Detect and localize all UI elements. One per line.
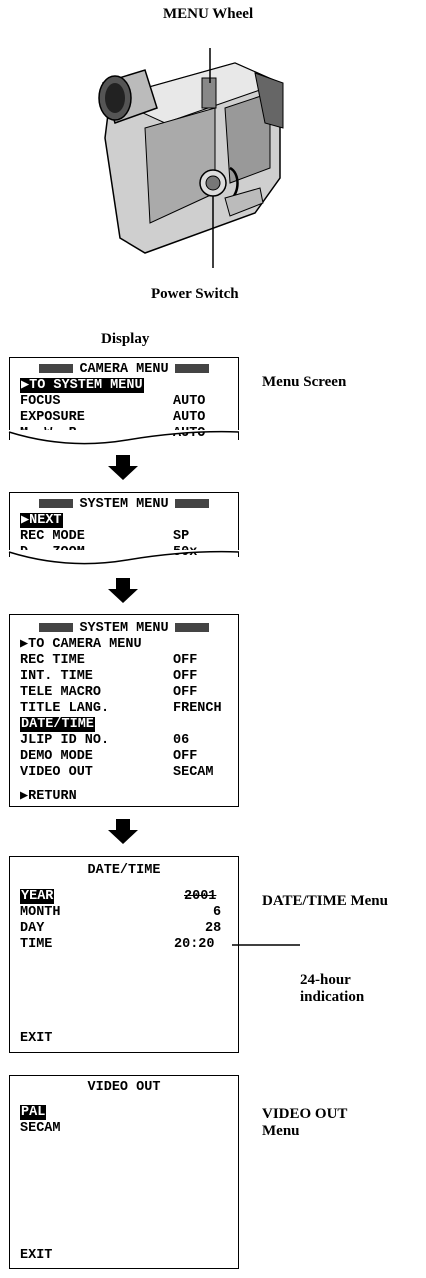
- rec-time-label: REC TIME: [20, 653, 85, 668]
- system-menu-title-1: SYSTEM MENU: [10, 497, 238, 513]
- month-label: MONTH: [20, 905, 61, 920]
- day-value: 28: [205, 921, 222, 936]
- demo-mode-label: DEMO MODE: [20, 749, 93, 764]
- video-out-menu-text: VIDEO OUT Menu: [262, 1106, 348, 1139]
- month-value: 6: [213, 905, 222, 920]
- rec-time-value: OFF: [173, 653, 198, 668]
- hour-indication-label: 24-hour indication: [300, 972, 364, 1006]
- menu-wheel-label: MENU Wheel: [163, 6, 254, 22]
- title-lang-label: TITLE LANG.: [20, 701, 110, 716]
- secam-option[interactable]: SECAM: [20, 1121, 61, 1136]
- int-time-label: INT. TIME: [20, 669, 93, 684]
- tele-macro-label: TELE MACRO: [20, 685, 102, 700]
- focus-label: FOCUS: [20, 394, 61, 409]
- exposure-label: EXPOSURE: [20, 410, 85, 425]
- day-label: DAY: [20, 921, 45, 936]
- year-label[interactable]: YEAR: [20, 889, 55, 904]
- datetime-menu-title: DATE/TIME: [87, 863, 161, 878]
- video-out-value: SECAM: [173, 765, 214, 780]
- torn-edge-2: [8, 550, 240, 565]
- menu-screen-label: Menu Screen: [262, 374, 347, 390]
- exit-item[interactable]: EXIT: [20, 1031, 53, 1046]
- indication-leader-line: [232, 944, 300, 946]
- to-camera-menu-item[interactable]: ▶TO CAMERA MENU: [20, 637, 142, 652]
- exposure-value: AUTO: [173, 410, 206, 425]
- rec-mode-label: REC MODE: [20, 529, 85, 544]
- video-out-menu-label: VIDEO OUT Menu: [262, 1106, 347, 1140]
- mwb-value: AUTO: [173, 426, 206, 441]
- down-arrow-icon: [108, 455, 138, 480]
- rec-mode-value: SP: [173, 529, 190, 544]
- system-menu-title-2: SYSTEM MENU: [10, 621, 238, 637]
- video-out-menu-screen: VIDEO OUT PAL SECAM EXIT: [9, 1075, 239, 1269]
- down-arrow-icon: [108, 819, 138, 844]
- camera-menu-screen: CAMERA MENU ▶TO SYSTEM MENU FOCUS AUTO EX…: [9, 357, 239, 441]
- time-label: TIME: [20, 937, 53, 952]
- jlip-id-label: JLIP ID NO.: [20, 733, 110, 748]
- torn-edge-1: [8, 430, 240, 445]
- hour-indication-text: 24-hour indication: [300, 972, 365, 1005]
- video-out-menu-title: VIDEO OUT: [87, 1080, 161, 1095]
- tele-macro-value: OFF: [173, 685, 198, 700]
- display-label: Display: [101, 331, 150, 347]
- camcorder-illustration: [85, 28, 285, 268]
- int-time-value: OFF: [173, 669, 198, 684]
- date-time-item[interactable]: DATE/TIME: [20, 717, 95, 732]
- return-item[interactable]: ▶RETURN: [20, 789, 77, 804]
- time-value: 20:20: [174, 937, 215, 952]
- focus-value: AUTO: [173, 394, 206, 409]
- down-arrow-icon: [108, 578, 138, 603]
- year-value[interactable]: 2001: [184, 889, 217, 905]
- datetime-menu-screen: DATE/TIME YEAR 2001 MONTH 6 DAY 28 TIME 20:2…: [9, 856, 239, 1053]
- power-switch-label: Power Switch: [151, 286, 239, 302]
- to-system-menu-item[interactable]: ▶TO SYSTEM MENU: [20, 378, 144, 393]
- next-item[interactable]: ▶NEXT: [20, 513, 63, 528]
- demo-mode-value: OFF: [173, 749, 198, 764]
- exit-item-video[interactable]: EXIT: [20, 1248, 53, 1263]
- camera-menu-title: CAMERA MENU: [10, 362, 238, 378]
- datetime-menu-label: DATE/TIME Menu: [262, 893, 388, 909]
- jlip-id-value: 06: [173, 733, 190, 748]
- title-lang-value: FRENCH: [173, 701, 222, 716]
- video-out-label: VIDEO OUT: [20, 765, 93, 780]
- pal-option[interactable]: PAL: [20, 1105, 47, 1120]
